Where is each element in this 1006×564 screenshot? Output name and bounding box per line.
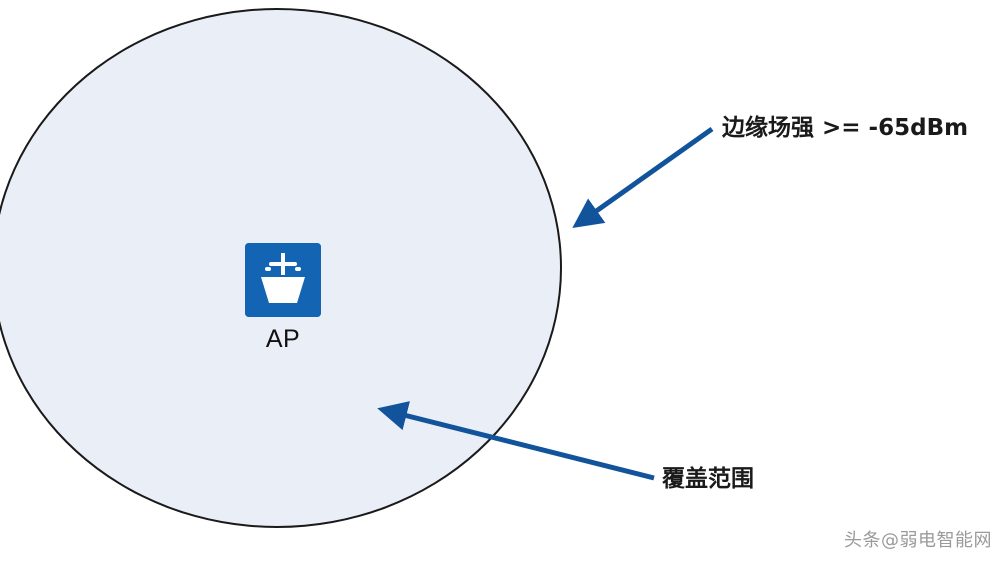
access-point-icon [245,243,321,317]
access-point-label: AP [265,325,301,353]
annotation-edge-signal-strength: 边缘场强 >= -65dBm [722,115,969,141]
watermark: 头条@弱电智能网 [844,530,992,551]
annotation-coverage-area: 覆盖范围 [662,466,754,492]
